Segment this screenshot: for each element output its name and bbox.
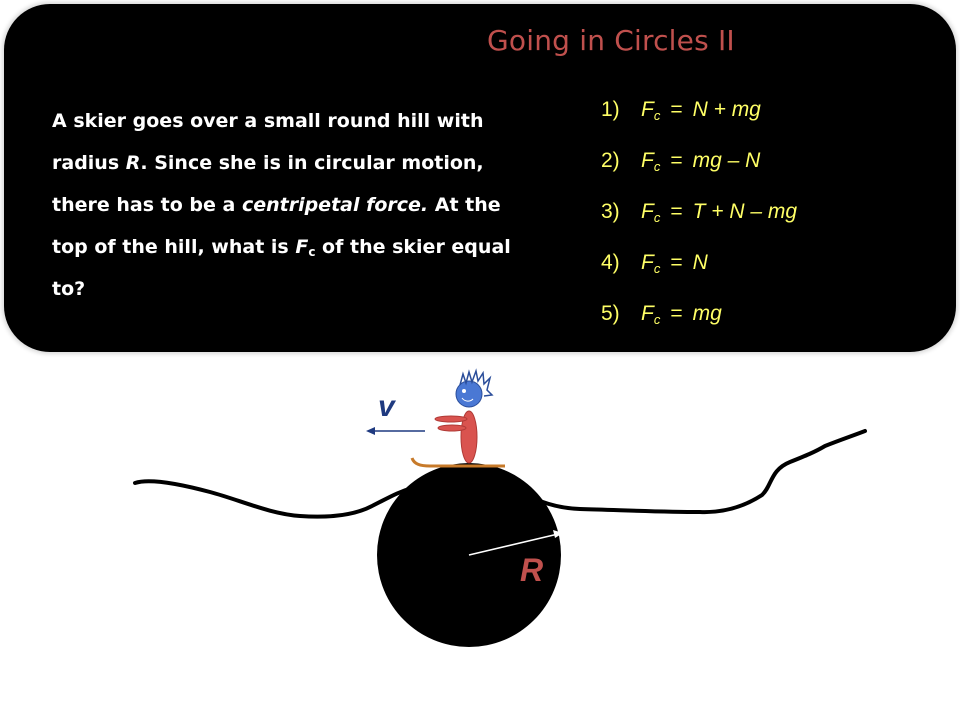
choice-number: 3)	[601, 200, 620, 223]
choice-expression: mg – N	[692, 149, 761, 172]
choice-expression: N	[692, 251, 708, 274]
choice-force-symbol: F	[641, 200, 654, 223]
choice-expression: T + N – mg	[692, 200, 798, 223]
question-centripetal-term: centripetal force.	[241, 194, 429, 216]
answer-choice-4[interactable]: 4) Fc = N	[601, 245, 797, 296]
choice-equals: =	[670, 200, 683, 223]
choice-number: 4)	[601, 251, 620, 274]
velocity-arrowhead	[366, 427, 375, 435]
choice-equals: =	[670, 302, 683, 325]
skier-arm-lower	[437, 424, 467, 432]
question-radius-symbol: R	[125, 152, 141, 174]
skier-eye	[462, 389, 466, 393]
answer-choices: 1)Fc=N + mg 2)Fc=mg – N 3)Fc=T + N – mg …	[601, 92, 797, 347]
skier-body	[460, 410, 478, 464]
choice-equals: =	[670, 98, 683, 121]
choice-force-subscript: c	[653, 312, 661, 327]
choice-number: 1)	[601, 98, 620, 121]
answer-choice-2[interactable]: 2) Fc = mg – N	[601, 143, 797, 194]
radius-line	[468, 533, 559, 556]
choice-force-symbol: F	[641, 251, 654, 274]
question-panel	[4, 4, 956, 352]
skier-arm-upper	[434, 415, 468, 423]
question-part-1: A skier goes over a small round hill wit…	[52, 110, 484, 174]
choice-number: 2)	[601, 149, 620, 172]
question-force-symbol: F	[295, 236, 309, 258]
choice-force-subscript: c	[653, 159, 661, 174]
question-text: A skier goes over a small round hill wit…	[52, 100, 532, 310]
choice-number: 5)	[601, 302, 620, 325]
question-part-3: At the top of the hill, what is	[52, 194, 501, 258]
skier-hair	[459, 368, 494, 397]
skier-head	[455, 380, 483, 408]
choice-force-symbol: F	[641, 302, 654, 325]
skier-hill-diagram	[133, 368, 867, 647]
choice-force-subscript: c	[653, 108, 661, 123]
choice-expression: N + mg	[692, 98, 761, 121]
ski	[410, 457, 505, 468]
choice-force-symbol: F	[641, 98, 654, 121]
slide-title: Going in Circles II	[487, 24, 735, 57]
choice-force-subscript: c	[653, 261, 661, 276]
answer-choice-5[interactable]: 5) Fc = mg	[601, 296, 797, 347]
choice-force-symbol: F	[641, 149, 654, 172]
question-part-4: of the skier equal to?	[52, 236, 511, 300]
velocity-label: v	[378, 390, 395, 423]
skier-mouth	[461, 397, 474, 402]
choice-equals: =	[670, 149, 683, 172]
choice-force-subscript: c	[653, 210, 661, 225]
answer-choice-3[interactable]: 3) Fc = T + N – mg	[601, 194, 797, 245]
choice-expression: mg	[692, 302, 722, 325]
choice-equals: =	[670, 251, 683, 274]
answer-choice-1[interactable]: 1) Fc = N + mg	[601, 92, 797, 143]
ground-line	[133, 429, 867, 519]
question-part-2: . Since she is in circular motion, there…	[52, 152, 484, 216]
radius-arrowhead	[553, 530, 563, 538]
question-force-subscript: c	[308, 245, 316, 259]
radius-label: R	[520, 552, 544, 588]
